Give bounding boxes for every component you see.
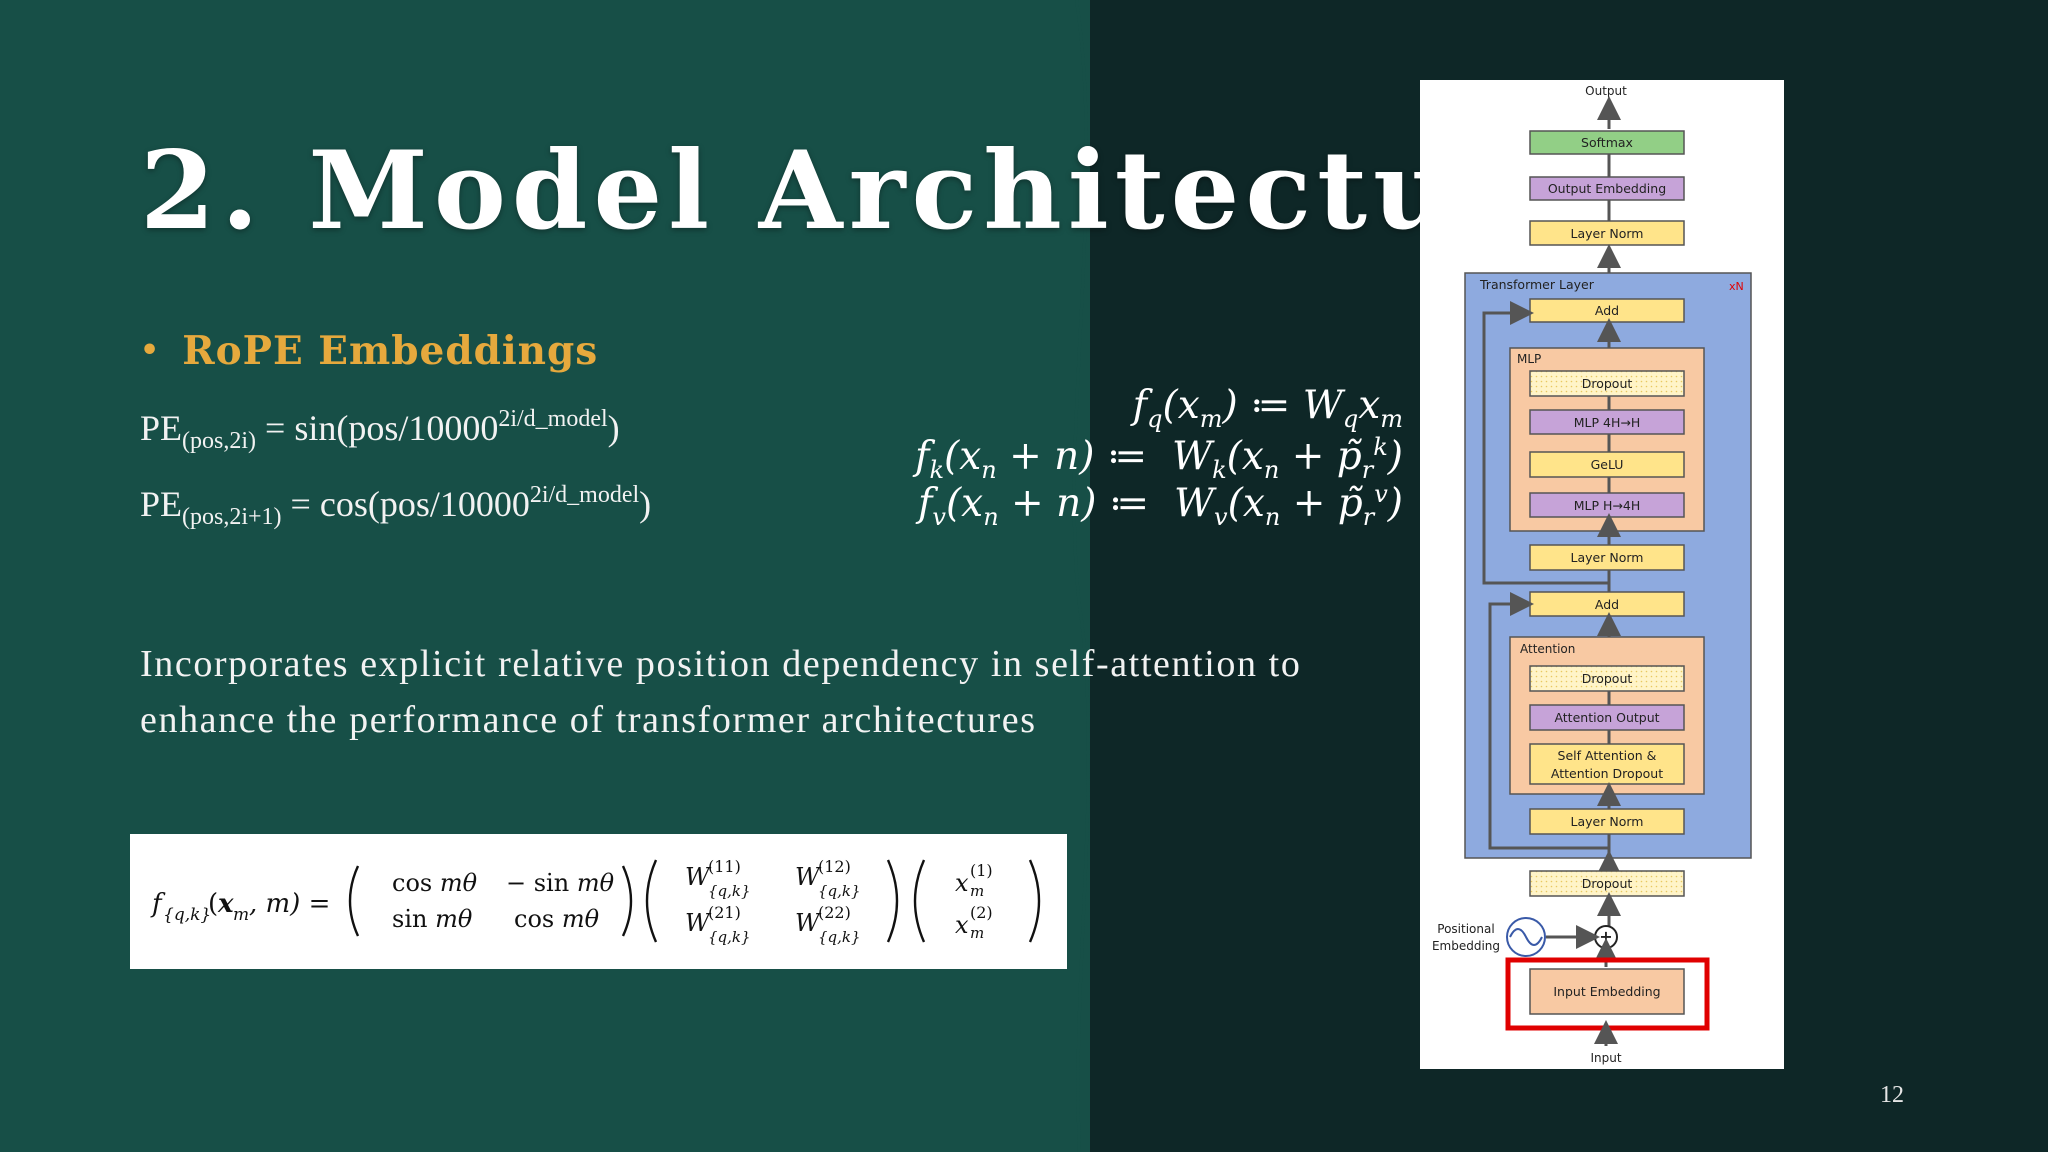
pe2-base: PE: [140, 484, 183, 524]
add-top-label: Add: [1595, 303, 1619, 318]
layer-norm-top-label: Layer Norm: [1571, 226, 1644, 241]
svg-text:(1): (1): [970, 861, 993, 880]
svg-text:{q,k}: {q,k}: [818, 928, 861, 946]
diagram-input-label: Input: [1590, 1051, 1621, 1065]
pe1-mid: = sin(pos/10000: [256, 408, 499, 448]
dropout-bottom-label: Dropout: [1582, 876, 1633, 891]
svg-text:sin mθ: sin mθ: [392, 905, 473, 933]
mlp-h-4h-label: MLP H→4H: [1574, 498, 1641, 513]
softmax-label: Softmax: [1581, 135, 1633, 150]
pe1-end: ): [607, 408, 620, 448]
svg-text:m: m: [970, 882, 984, 900]
svg-text:W: W: [795, 863, 822, 891]
svg-text:− sin mθ: − sin mθ: [506, 869, 615, 897]
svg-text:x: x: [217, 889, 234, 919]
bullet-dot-icon: •: [140, 333, 161, 368]
diagram-output-label: Output: [1585, 84, 1627, 98]
svg-text:+: +: [1599, 927, 1612, 946]
output-embedding-label: Output Embedding: [1548, 181, 1666, 196]
mlp-4h-h-block: [1529, 409, 1685, 435]
svg-text:{q,k}: {q,k}: [708, 882, 751, 900]
description-text: Incorporates explicit relative position …: [140, 643, 1302, 741]
equation-fk: fk(xn + n) ≔ Wk(xn + p̃rk): [915, 433, 1403, 484]
svg-text:(22): (22): [818, 903, 851, 922]
positional-label-2: Embedding: [1432, 939, 1500, 953]
self-attention-label-1: Self Attention &: [1558, 748, 1657, 763]
svg-text:m: m: [233, 905, 249, 925]
equation-fv: fv(xn + n) ≔ Wv(xn + p̃rv): [917, 480, 1403, 531]
svg-text:{q,k}: {q,k}: [818, 882, 861, 900]
rotation-matrix-equation: f {q,k} ( x m , m) = cos mθ − sin mθ sin…: [130, 834, 1067, 969]
pe2-sub: (pos,2i+1): [182, 504, 282, 530]
attn-dropout-label: Dropout: [1582, 671, 1633, 686]
svg-text:W: W: [685, 909, 712, 937]
layer-norm-bottom-label: Layer Norm: [1571, 814, 1644, 829]
input-embedding-block: [1529, 968, 1685, 1015]
svg-text:(12): (12): [818, 857, 851, 876]
softmax-block: [1529, 130, 1685, 155]
svg-text:(: (: [208, 889, 218, 919]
mlp-dropout-block: [1529, 370, 1685, 397]
layer-norm-mid-block: [1529, 544, 1685, 571]
pe1-sub: (pos,2i): [182, 428, 257, 454]
attn-dropout-block: [1529, 665, 1685, 692]
gelu-block: [1529, 451, 1685, 478]
attention-output-block: [1529, 704, 1685, 731]
self-attention-label-2: Attention Dropout: [1551, 766, 1663, 781]
layer-norm-bottom-block: [1529, 808, 1685, 835]
svg-text:(2): (2): [970, 903, 993, 922]
pe-sin-formula: PE(pos,2i) = sin(pos/100002i/d_model): [140, 406, 620, 455]
pe2-sup: 2i/d_model: [529, 482, 640, 508]
svg-text:x: x: [955, 911, 969, 939]
svg-text:cos mθ: cos mθ: [392, 869, 478, 897]
svg-text:cos mθ: cos mθ: [514, 905, 600, 933]
pe1-base: PE: [140, 408, 183, 448]
equation-fq: fq(xm) ≔ Wqxm: [1132, 383, 1403, 433]
pe2-end: ): [639, 484, 652, 524]
svg-text:x: x: [955, 869, 969, 897]
attention-label: Attention: [1520, 642, 1575, 656]
bullet-text: RoPE Embeddings: [182, 328, 599, 374]
bullet-heading: • RoPE Embeddings: [140, 328, 598, 374]
slide-title: 2. Model Architecture: [140, 128, 1596, 254]
pe1-sup: 2i/d_model: [498, 406, 608, 432]
positional-label-1: Positional: [1437, 922, 1494, 936]
output-embedding-block: [1529, 176, 1685, 201]
layer-norm-mid-label: Layer Norm: [1571, 550, 1644, 565]
mlp-label: MLP: [1517, 352, 1541, 366]
xn-label: xN: [1729, 280, 1744, 293]
mlp-4h-h-label: MLP 4H→H: [1574, 415, 1641, 430]
page-number: 12: [1880, 1082, 1904, 1108]
gelu-label: GeLU: [1591, 457, 1624, 472]
layer-norm-top-block: [1529, 220, 1685, 246]
svg-text:W: W: [795, 909, 822, 937]
add-bottom-label: Add: [1595, 597, 1619, 612]
mlp-dropout-label: Dropout: [1582, 376, 1633, 391]
svg-text:W: W: [685, 863, 712, 891]
attention-output-label: Attention Output: [1554, 710, 1659, 725]
transformer-architecture-diagram: Output Softmax Output Embedding Layer No…: [1420, 80, 1784, 1069]
svg-text:, m) =: , m) =: [249, 889, 330, 919]
svg-text:{q,k}: {q,k}: [163, 905, 211, 925]
transformer-layer-label: Transformer Layer: [1479, 277, 1595, 292]
input-embedding-label: Input Embedding: [1553, 984, 1660, 999]
pe-cos-formula: PE(pos,2i+1) = cos(pos/100002i/d_model): [140, 482, 651, 531]
svg-text:m: m: [970, 924, 984, 942]
svg-text:(21): (21): [708, 903, 741, 922]
pe2-mid: = cos(pos/10000: [281, 484, 530, 524]
dropout-bottom-block: [1529, 870, 1685, 897]
svg-text:(11): (11): [708, 857, 741, 876]
svg-text:{q,k}: {q,k}: [708, 928, 751, 946]
